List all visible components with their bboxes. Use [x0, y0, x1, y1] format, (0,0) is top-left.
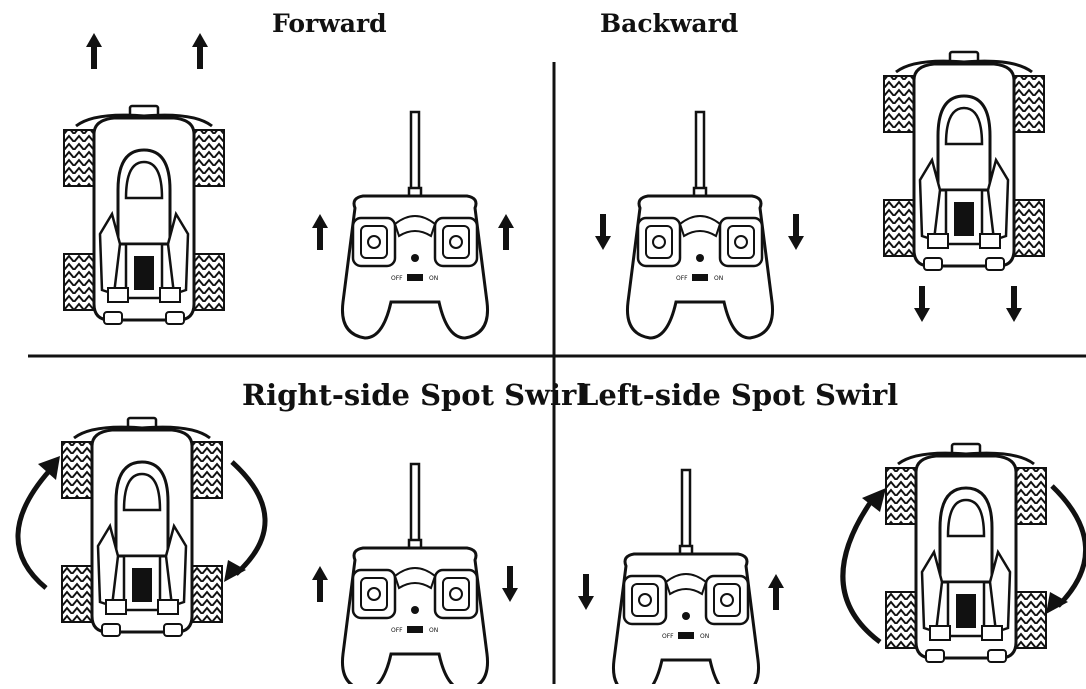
forward-title: Forward [272, 9, 387, 38]
switch-on-label: ON [714, 275, 723, 282]
right-swirl-title: Right-side Spot Swirl [242, 378, 588, 412]
switch-off-label: OFF [391, 627, 403, 634]
remote-controller-icon [340, 462, 490, 689]
backward-panel [595, 50, 1046, 340]
forward-panel [62, 33, 514, 340]
switch-on-label: ON [700, 633, 709, 640]
forward-arrow-icon [312, 214, 328, 250]
curved-arrow-icon [230, 460, 268, 576]
switch-off-label: OFF [391, 275, 403, 282]
switch-on-label: ON [429, 627, 438, 634]
forward-arrow-icon [312, 566, 328, 602]
left-swirl-title: Left-side Spot Swirl [578, 378, 899, 412]
backward-arrow-icon [1006, 286, 1022, 322]
right-swirl-panel [15, 416, 518, 689]
forward-arrow-icon [86, 33, 102, 69]
atv-icon [60, 416, 224, 638]
curved-arrow-icon [1050, 484, 1086, 608]
remote-controller-icon [340, 110, 490, 340]
forward-arrow-icon [768, 574, 784, 610]
atv-icon [62, 104, 226, 326]
backward-arrow-icon [502, 566, 518, 602]
switch-on-label: ON [429, 275, 438, 282]
atv-icon [884, 442, 1048, 664]
switch-off-label: OFF [676, 275, 688, 282]
backward-arrow-icon [914, 286, 930, 322]
switch-off-label: OFF [662, 633, 674, 640]
curved-arrow-icon [15, 468, 52, 590]
backward-title: Backward [600, 9, 739, 38]
backward-arrow-icon [788, 214, 804, 250]
curved-arrow-icon [840, 498, 882, 645]
backward-arrow-icon [595, 214, 611, 250]
remote-controller-icon [625, 110, 775, 340]
forward-arrow-icon [192, 33, 208, 69]
atv-icon [882, 50, 1046, 272]
left-swirl-panel [578, 442, 1086, 689]
remote-controller-icon [611, 468, 761, 689]
forward-arrow-icon [498, 214, 514, 250]
backward-arrow-icon [578, 574, 594, 610]
